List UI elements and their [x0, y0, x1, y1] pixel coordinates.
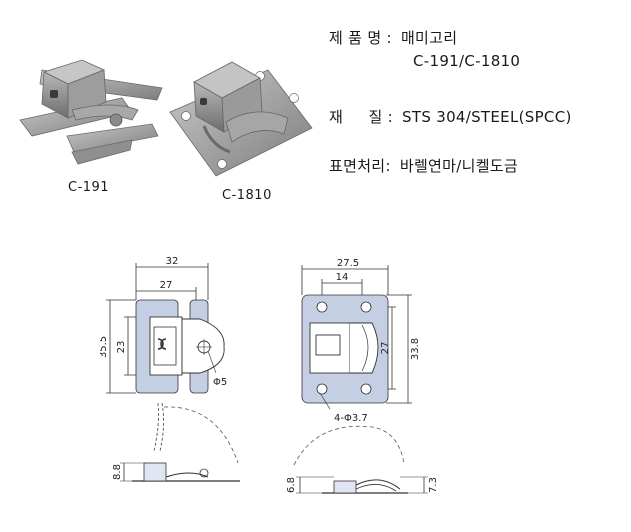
spec-model-number: C-191/C-1810 — [413, 52, 521, 70]
spec-material-value: STS 304/STEEL(SPCC) — [402, 108, 572, 126]
dim-c1810-holes: 4-Φ3.7 — [334, 413, 368, 424]
product-caption-c1810: C-1810 — [222, 188, 272, 203]
product-photo-c1810 — [160, 42, 320, 182]
dim-c1810-overall-width: 27.5 — [337, 258, 359, 269]
product-photo-c191 — [12, 40, 172, 175]
latch-c191-illustration — [19, 59, 163, 165]
dim-c1810-side-right: 7.3 — [428, 477, 439, 493]
dim-c191-overall-height: 35.5 — [100, 336, 109, 358]
latch-c1810-illustration — [169, 61, 313, 177]
dim-c1810-side-left: 6.8 — [286, 477, 297, 493]
spec-product-name-value: 매미고리 — [400, 29, 458, 47]
dim-c191-inner-width: 27 — [160, 280, 173, 291]
spec-material-label: 재 질 : — [329, 108, 393, 126]
dim-c191-side-height: 8.8 — [112, 464, 123, 480]
dim-c1810-inner-width: 14 — [336, 272, 349, 283]
dim-c1810-overall-height: 33.8 — [410, 338, 421, 360]
spec-finish-row: 표면처리: 바렐연마/니켈도금 — [329, 155, 518, 176]
drawing-c191: 32 27 35.5 23 Φ5 8.8 — [100, 256, 240, 482]
dim-c1810-inner-height: 27 — [380, 342, 391, 355]
drawing-c1810: 27.5 14 27 33.8 4-Φ3.7 6.8 7.3 — [286, 258, 439, 494]
spec-finish-label: 표면처리: — [329, 157, 391, 175]
dim-c191-inner-height: 23 — [116, 341, 127, 354]
product-caption-c191: C-191 — [68, 180, 110, 195]
spec-material-row: 재 질 : STS 304/STEEL(SPCC) — [329, 106, 572, 127]
spec-product-name-label: 제 품 명 : — [329, 29, 392, 47]
dim-c191-hole: Φ5 — [213, 377, 227, 388]
dim-c191-overall-width: 32 — [166, 256, 179, 267]
spec-product-name-row: 제 품 명 : 매미고리 — [329, 27, 457, 48]
spec-finish-value: 바렐연마/니켈도금 — [399, 157, 518, 175]
